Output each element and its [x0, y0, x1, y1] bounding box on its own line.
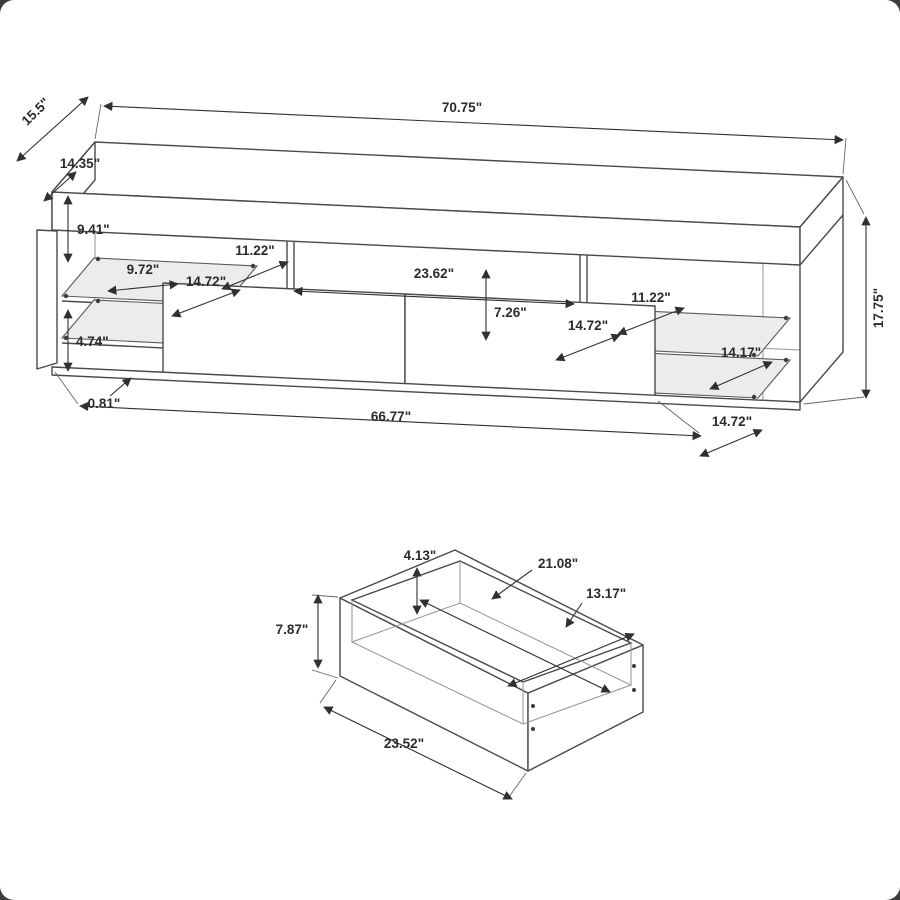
dim-label-inner-depth: 14.35": [60, 156, 100, 171]
dim-label-drawer-inner-width: 21.08": [538, 556, 578, 571]
dim-leader-drawer-inner-depth: [565, 602, 583, 628]
drawer-view: 7.87" 23.52" 4.13" 21.08" 13.17": [276, 548, 644, 800]
dim-label-drawer-front-width: 23.52": [384, 736, 424, 751]
console-base-front: [51, 366, 801, 411]
dim-label-left-shelf-clearance: 11.22": [235, 243, 274, 258]
console-view: 70.75" 15.5" 14.35" 9.41" 11.22" 9.72" 1…: [16, 95, 886, 458]
dim-line-left-shelf-clearance: [221, 260, 289, 291]
dim-label-left-shelf-width: 9.72": [127, 262, 160, 277]
dim-leader-drawer-inner-width: [491, 569, 533, 600]
dim-label-bottom-width: 66.77": [371, 409, 411, 424]
dim-line-left-shelf-depth: [171, 288, 241, 318]
console-right-side-panel: [799, 176, 844, 403]
dim-line-drawer-front-width: [323, 706, 513, 800]
dim-label-overall-height: 17.75": [871, 288, 886, 328]
dim-label-drawer-inner-height: 4.13": [404, 548, 437, 563]
dim-line-drawer-inner-depth: [507, 632, 635, 688]
dim-label-right-shelf-depth-lower: 14.72": [712, 414, 752, 429]
dim-label-middle-width: 23.62": [414, 266, 454, 281]
dim-line-right-shelf-depth-lower: [699, 428, 763, 458]
dim-label-base-thickness: 0.81": [88, 396, 121, 411]
dim-label-right-shelf-depth-upper: 14.72": [568, 318, 608, 333]
console-left-side-panel: [36, 229, 58, 370]
dim-line-width-top: [103, 101, 844, 145]
dim-line-depth: [16, 96, 89, 162]
dim-line-right-opening-width: [709, 361, 773, 390]
dim-label-width-top: 70.75": [442, 100, 482, 115]
dim-label-middle-height: 7.26": [494, 305, 527, 320]
console-drawer-left: [162, 282, 406, 386]
dim-label-right-opening-width: 14.17": [721, 345, 761, 360]
dim-line-left-shelf-width: [107, 280, 179, 295]
dim-leader-base-thickness: [109, 377, 132, 397]
dim-label-lower-left-height: 4.74": [76, 334, 109, 349]
console-drawer-right: [404, 293, 656, 398]
dim-line-inner-depth: [43, 171, 77, 202]
dim-label-depth: 15.5": [19, 95, 53, 128]
dim-label-upper-left-height: 9.41": [77, 222, 110, 237]
drawer-dimensions: 7.87" 23.52" 4.13" 21.08" 13.17": [276, 548, 635, 800]
dim-label-left-shelf-depth: 14.72": [186, 274, 226, 289]
console-dimensions: 70.75" 15.5" 14.35" 9.41" 11.22" 9.72" 1…: [16, 95, 886, 458]
dim-line-middle-width: [293, 286, 575, 309]
dim-line-bottom-width: [79, 401, 702, 441]
dim-label-drawer-front-height: 7.87": [276, 622, 309, 637]
dim-label-drawer-inner-depth: 13.17": [586, 586, 626, 601]
dim-line-right-shelf-depth-upper: [555, 333, 621, 362]
console-carcass: [36, 141, 844, 411]
dim-line-right-shelf-clearance: [617, 306, 685, 336]
dim-label-right-shelf-clearance: 11.22": [631, 290, 670, 305]
